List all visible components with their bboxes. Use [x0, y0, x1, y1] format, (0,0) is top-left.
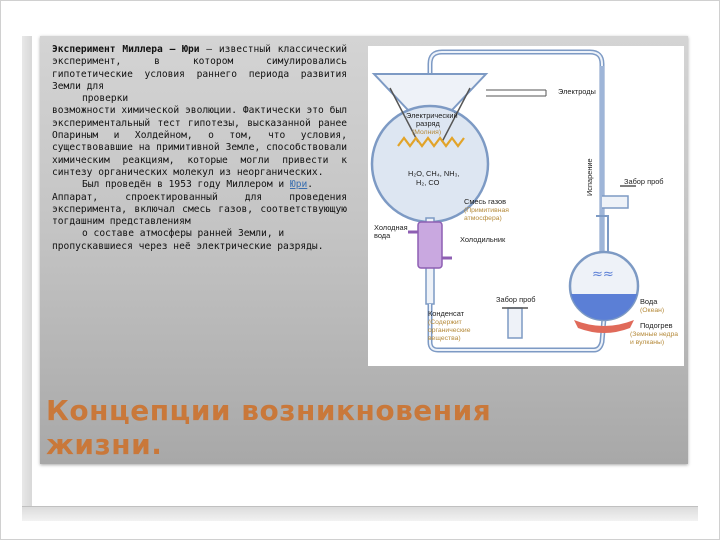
bottom-tube-inner [429, 304, 605, 351]
label-cold-water-2: вода [374, 231, 391, 240]
label-electrodes: Электроды [558, 87, 596, 96]
label-condensate-sub3: вещества) [428, 335, 461, 342]
paragraph-2-text: Был проведён в 1953 году Миллером и [82, 179, 285, 191]
label-ocean: (Океан) [640, 307, 664, 314]
paragraph-3-text-c: пропускавшиеся через неё электрические р… [52, 240, 324, 252]
electrode-right [441, 87, 471, 143]
paragraph-2: Был проведён в 1953 году Миллером и Юри. [52, 179, 347, 191]
paragraph-1-indent: проверки [82, 93, 129, 105]
label-sample-bottom: Забор проб [496, 295, 536, 304]
label-sample-top: Забор проб [624, 177, 664, 186]
paragraph-1-text-c: возможности химической эволюции. Фактиче… [52, 105, 347, 178]
label-condenser: Холодильник [460, 235, 506, 244]
upper-sample-valve [602, 195, 629, 209]
label-spark-2: разряд [416, 119, 441, 128]
label-heating-sub1: (Земные недра [630, 331, 678, 338]
paragraph-1-text-a: — известный классический эксперимент, в … [52, 44, 347, 92]
label-gases: H₂O, CH₄, NH₃, [408, 169, 460, 178]
label-gases-2: H₂, CO [416, 178, 440, 187]
apparatus-drawing: ≈≈ Электроды Электрический разряд (Молни… [370, 49, 678, 353]
urey-link[interactable]: Юри [289, 179, 308, 191]
label-heating-sub2: и вулканы) [630, 339, 664, 346]
label-gas-mix-sub1: (Примитивная [464, 207, 509, 214]
label-heating: Подогрев [640, 321, 673, 330]
heater-pad [574, 320, 634, 333]
label-water: Вода [640, 297, 658, 306]
paragraph-2-end: . [307, 179, 314, 191]
left-decor-strip [22, 36, 32, 506]
label-gas-mix: Смесь газов [464, 197, 506, 206]
bottom-decor-strip [22, 506, 698, 521]
label-cold-water: Холодная [374, 223, 408, 232]
label-condensate: Конденсат [428, 309, 465, 318]
label-spark-sub: (Молния) [412, 129, 441, 136]
slide-title-line-2: жизни. [46, 428, 163, 461]
top-tube-inner [429, 51, 603, 286]
paragraph-3-text-a: Аппарат, спроектированный для проведения… [52, 191, 347, 228]
right-tube-shade [600, 66, 604, 286]
water-body [571, 294, 637, 320]
miller-urey-diagram: ≈≈ Электроды Электрический разряд (Молни… [368, 46, 684, 366]
label-evaporation: Испарение [585, 158, 594, 196]
condenser-jacket [417, 221, 443, 269]
lower-sample-valve [507, 307, 523, 339]
flask-neck [371, 73, 489, 111]
label-condensate-sub1: (Содержит [428, 319, 462, 326]
paragraph-1: Эксперимент Миллера — Юри — известный кл… [52, 44, 347, 93]
label-gas-mix-sub2: атмосфера) [464, 215, 502, 222]
slide-title: Концепции возникновения жизни. [46, 394, 646, 462]
label-condensate-sub2: органические [428, 327, 471, 334]
paragraph-3-indent: о составе атмосферы ранней Земли, и [82, 228, 285, 240]
electrode-left [389, 87, 419, 143]
body-text: Эксперимент Миллера — Юри — известный кл… [52, 44, 347, 253]
slide-title-line-1: Концепции возникновения [46, 394, 492, 427]
boiling-flask-neck [596, 215, 609, 254]
steam-icon: ≈≈ [592, 267, 614, 282]
spark-zigzag [397, 136, 465, 148]
label-spark: Электрический [406, 111, 458, 120]
experiment-name: Эксперимент Миллера — Юри [52, 44, 200, 55]
